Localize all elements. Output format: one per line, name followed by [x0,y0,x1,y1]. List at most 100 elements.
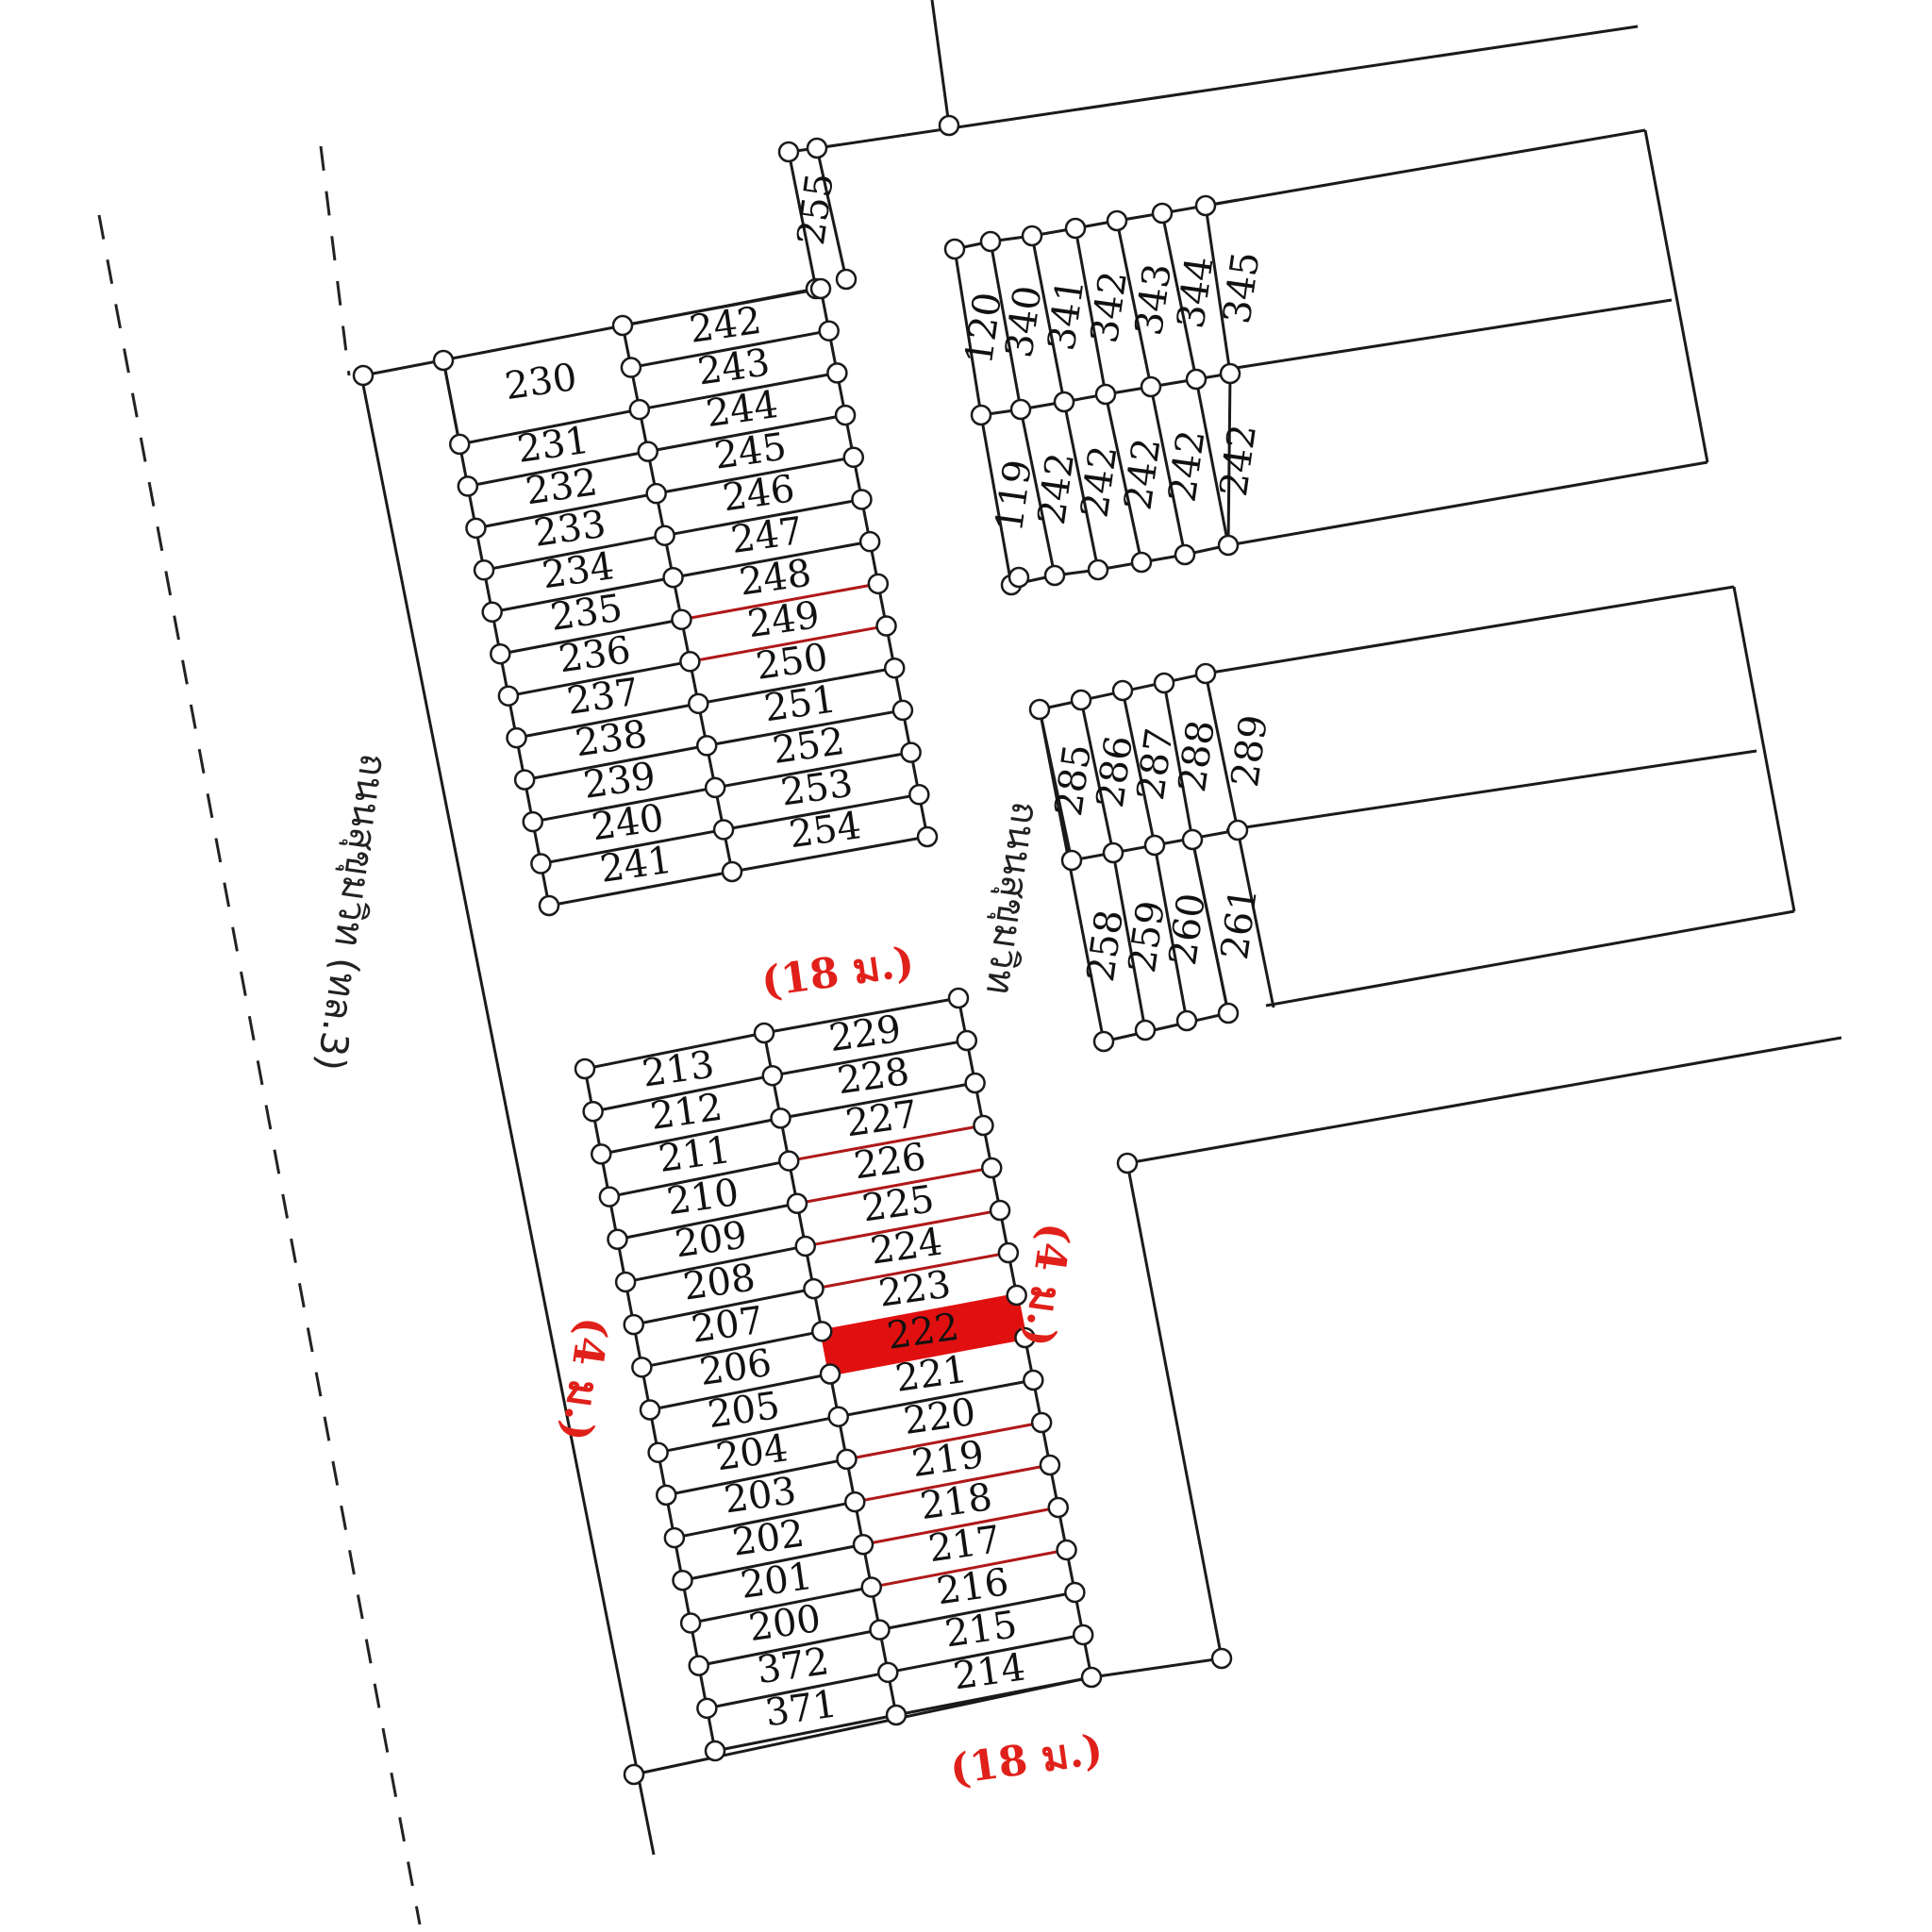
lot-number: 251 [761,677,839,730]
side-road-label: ถนนสุขุมวิท [976,799,1047,997]
boundary-line [780,1081,975,1120]
survey-point [778,1150,800,1172]
survey-point [869,1619,891,1641]
lot-number: 225 [859,1177,937,1230]
lot-number: 210 [664,1171,741,1224]
survey-point [900,741,922,763]
survey-point [1047,1496,1069,1519]
lot-number: 242 [1116,436,1169,513]
survey-point [513,769,536,791]
bottom-width-dimension: (18 ม.) [947,1725,1106,1794]
lot-number: 214 [951,1645,1028,1698]
survey-point [819,1363,841,1385]
survey-point [663,1526,686,1549]
lot-number: 228 [835,1050,912,1103]
boundary-line [639,371,838,411]
lot-number: 235 [548,587,625,640]
survey-point [623,1313,644,1336]
lot-number: 287 [1129,725,1182,803]
survey-point [844,1491,866,1513]
boundary-line [467,450,649,488]
survey-point [721,860,743,883]
survey-point [1006,1284,1027,1307]
survey-point [591,1143,612,1165]
survey-point [836,1448,858,1471]
boundary-line [1074,227,1108,395]
boundary-line [1205,128,1646,208]
boundary-line [714,751,911,790]
road-centerline-dashed [97,214,422,1925]
survey-point [777,141,800,163]
lot-number-highlighted: 222 [884,1306,961,1358]
boundary-line [625,1244,807,1284]
survey-point [908,784,930,806]
boundary-line [532,786,716,824]
lot-number: 242 [1212,422,1265,499]
lot-number: 371 [762,1682,840,1735]
survey-point [1064,1581,1086,1604]
lot-number: 208 [680,1256,758,1308]
survey-point [875,615,897,637]
survey-point [842,446,865,469]
lot-number: 206 [697,1341,774,1394]
survey-point [1140,375,1162,398]
lot-number: 260 [1161,891,1214,968]
lot-number: 215 [942,1603,1020,1656]
survey-point [916,825,939,848]
boundary-line [1104,393,1143,563]
survey-point [1102,841,1124,864]
boundary-line [763,996,959,1035]
survey-point [803,1277,824,1300]
lot-number: 243 [695,341,773,393]
lot-number: 203 [722,1469,799,1522]
lot-number: 288 [1171,718,1224,795]
boundary-line [647,413,846,454]
survey-point [688,692,709,715]
survey-point [826,362,848,384]
survey-point [964,1072,986,1094]
lot-number: 244 [704,383,781,436]
lot-number: 205 [705,1384,782,1437]
survey-point [883,657,906,679]
lot-number: 202 [729,1512,807,1565]
boundary-line-red [871,1548,1067,1589]
survey-point [611,314,634,337]
survey-point [1185,368,1208,391]
boundary-line [1111,852,1147,1031]
lot-number: 120 [958,290,1010,367]
survey-point [877,1661,899,1684]
boundary-line [649,1373,831,1411]
boundary-line [1235,298,1673,370]
boundary-line [1115,220,1153,388]
lot-number: 245 [711,425,789,478]
lot-number: 247 [728,509,806,562]
survey-point [654,525,675,546]
boundary-line [698,1628,880,1668]
boundary-line [1194,378,1230,546]
boundary-line [1204,673,1240,831]
boundary-line [723,792,920,831]
survey-point [582,1100,604,1123]
boundary-line [979,414,1013,586]
lot-number: 209 [673,1213,750,1266]
boundary-line [475,491,657,530]
survey-points [352,114,1249,1786]
boundary-line [1153,844,1189,1022]
survey-point [688,1655,709,1676]
survey-point [1217,1002,1240,1024]
boundary-line-red [681,582,879,622]
boundary-line [706,708,904,747]
boundary-line [608,1159,790,1199]
survey-point [1226,819,1249,841]
survey-point [1021,225,1043,247]
survey-point [938,114,960,137]
boundary-line [541,827,724,866]
survey-point [671,608,692,631]
boundary-line [1149,386,1187,556]
survey-point [1175,1009,1198,1032]
boundary-line [1205,585,1735,675]
right-depth-dimension: (4 ม.) [1014,1220,1079,1350]
survey-point [631,1357,653,1378]
survey-point [1181,828,1204,851]
survey-point [1151,202,1174,225]
